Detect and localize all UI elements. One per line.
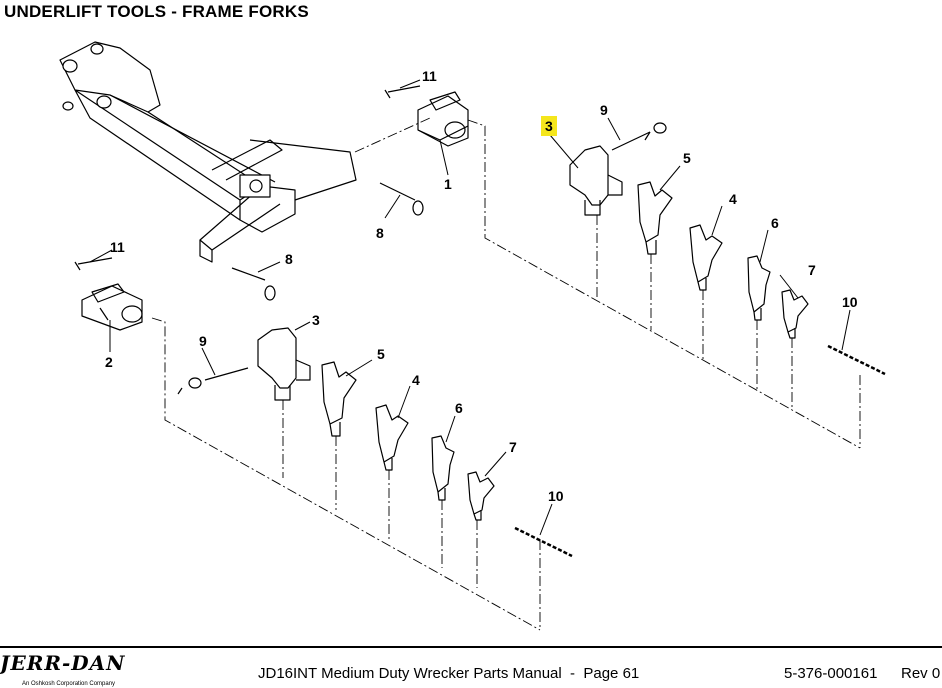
fork-mount-bracket-1	[417, 91, 469, 147]
callout-8-upper: 8	[376, 225, 384, 241]
pin-9-bottom	[177, 367, 249, 395]
fork-7-lower	[467, 471, 495, 521]
jerr-dan-logo: JERR-DAN	[0, 651, 126, 675]
callout-4-lower: 4	[412, 372, 420, 388]
callout-6-upper: 6	[771, 215, 779, 231]
chain-10-lower	[514, 526, 573, 558]
fork-7-upper	[781, 289, 809, 339]
callout-8-left: 8	[285, 251, 293, 267]
callout-10-upper: 10	[842, 294, 858, 310]
document-number: 5-376-000161	[784, 665, 878, 682]
callout-labels: 1 2 3 3 4 4 5 5 6 6 7 7 8 8 9 9 10 10 11…	[105, 68, 858, 504]
fork-5-upper	[637, 181, 673, 255]
fork-4-lower	[375, 404, 409, 471]
pin-11-left	[74, 257, 113, 271]
highlight-marker	[541, 116, 557, 136]
pin-8-top	[379, 182, 424, 216]
callout-4-upper: 4	[729, 191, 737, 207]
callout-1: 1	[444, 176, 452, 192]
chain-10-upper	[827, 344, 886, 376]
callout-2: 2	[105, 354, 113, 370]
pin-8-left	[231, 267, 276, 301]
callout-10-lower: 10	[548, 488, 564, 504]
callout-11-upper: 11	[422, 68, 437, 84]
assembly-centerlines	[151, 117, 861, 631]
manual-title: JD16INT Medium Duty Wrecker Parts Manual…	[258, 665, 640, 682]
fork-3-upper	[569, 145, 623, 216]
footer-divider	[0, 646, 942, 648]
fork-4-upper	[689, 224, 723, 291]
fork-6-lower	[431, 435, 455, 501]
callout-5-upper: 5	[683, 150, 691, 166]
callout-7-upper: 7	[808, 262, 816, 278]
callout-3-highlighted: 3	[545, 118, 553, 134]
fork-mount-bracket-2	[81, 283, 143, 331]
callout-3: 3	[312, 312, 320, 328]
revision-label: Rev 0	[901, 665, 941, 682]
fork-6-upper	[747, 255, 771, 321]
callout-7-lower: 7	[509, 439, 517, 455]
callout-5-lower: 5	[377, 346, 385, 362]
page-title: UNDERLIFT TOOLS - FRAME FORKS	[4, 2, 309, 21]
callout-leaders	[89, 79, 851, 536]
fork-5-lower	[321, 361, 357, 437]
callout-9-upper: 9	[600, 102, 608, 118]
pin-9-top	[611, 122, 667, 151]
fork-3-lower	[257, 327, 311, 401]
callout-9-lower: 9	[199, 333, 207, 349]
exploded-parts-diagram: 1 2 3 3 4 4 5 5 6 6 7 7 8 8 9 9 10 10 11…	[59, 41, 886, 631]
boom-assembly	[59, 41, 357, 263]
callout-6-lower: 6	[455, 400, 463, 416]
callout-11-left: 11	[110, 239, 125, 255]
pin-11-top	[384, 85, 421, 99]
brand-tagline: An Oshkosh Corporation Company	[22, 681, 116, 687]
